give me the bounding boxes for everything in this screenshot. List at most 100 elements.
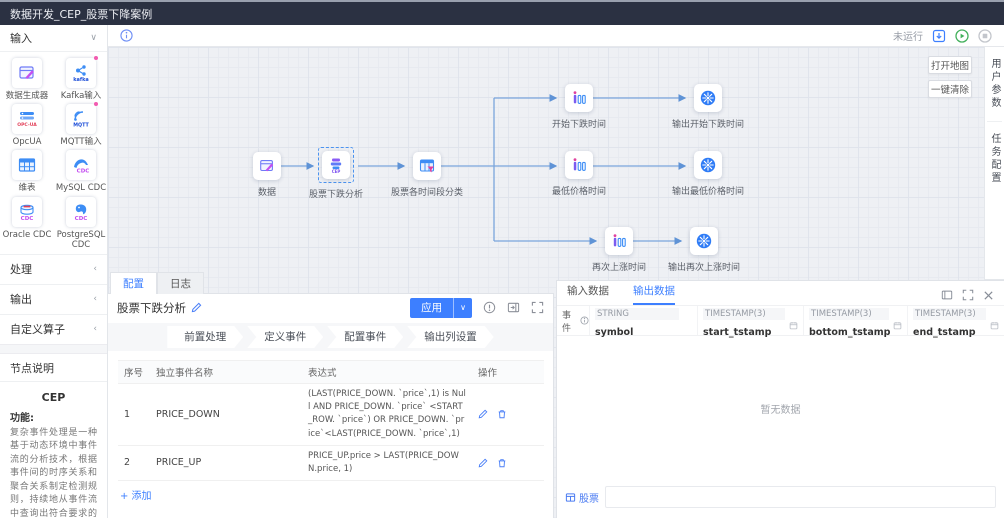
config-stepper: 前置处理 定义事件 配置事件 输出列设置 (108, 323, 553, 351)
node-doc-name: CEP (41, 390, 66, 404)
node-label: 股票各时间段分类 (390, 188, 464, 198)
tab-output-data[interactable]: 输出数据 (633, 283, 675, 305)
column-bottom-tstamp[interactable]: TIMESTAMP(3) bottom_tstamp (803, 306, 907, 338)
step-output-columns[interactable]: 输出列设置 (407, 326, 494, 348)
node-doc-body: CEP 功能: 复杂事件处理是一种基于动态环境中事件流的分析技术，根据事件间的时… (0, 382, 107, 518)
node-data-generator[interactable] (253, 152, 281, 180)
stop-icon[interactable] (978, 28, 992, 43)
clear-all-button[interactable]: 一键清除 (928, 80, 972, 98)
new-badge (94, 102, 98, 107)
node-label: 开始下跌时间 (551, 120, 607, 130)
collapse-panel-icon[interactable] (507, 301, 520, 314)
edit-row-icon[interactable] (478, 409, 488, 419)
time-filter-icon (570, 156, 588, 174)
node-selection-outline (318, 147, 354, 183)
add-event-link[interactable]: + 添加 (120, 491, 152, 503)
node-label: 再次上涨时间 (591, 263, 647, 273)
page-title: 数据开发_CEP_股票下降案例 (10, 7, 153, 21)
sidebar-section-input[interactable]: 输入 ∨ (0, 25, 107, 52)
node-cep[interactable]: CEP (322, 151, 350, 179)
palette-item-generator[interactable]: 数据生成器 (0, 58, 54, 101)
time-filter-icon (610, 232, 628, 250)
calendar-icon (893, 321, 902, 330)
node-classify[interactable] (413, 152, 441, 180)
open-map-button[interactable]: 打开地图 (928, 56, 972, 74)
canvas-toolbar: 未运行 (108, 25, 1004, 47)
node-lowest-price-time[interactable] (565, 151, 593, 179)
sidebar-section-custom[interactable]: 自定义算子 ‹ (0, 313, 107, 344)
delete-row-icon[interactable] (497, 409, 507, 419)
node-output-start-decline[interactable] (694, 84, 722, 112)
titlebar: 数据开发_CEP_股票下降案例 (0, 0, 1004, 25)
panel-toggle-icon[interactable] (941, 289, 953, 301)
palette-item-mqtt[interactable]: MQTT MQTT输入 (54, 102, 107, 147)
time-filter-icon (570, 89, 588, 107)
save-icon[interactable] (932, 29, 946, 43)
node-doc-func-label: 功能: (10, 412, 34, 424)
fullscreen-icon[interactable] (531, 301, 544, 314)
palette-item-oracle-cdc[interactable]: CDC Oracle CDC (0, 196, 54, 250)
cep-icon: CEP (327, 156, 345, 174)
empty-state: 暂无数据 (760, 405, 801, 416)
chevron-left-icon: ‹ (93, 324, 97, 335)
palette-item-kafka[interactable]: kafka Kafka输入 (54, 56, 107, 101)
node-rise-again-time[interactable] (605, 227, 633, 255)
sidebar-divider (0, 343, 107, 354)
output-fan-icon (699, 156, 717, 174)
info-icon[interactable] (120, 29, 133, 42)
events-table-header: 序号 独立事件名称 表达式 操作 (118, 360, 544, 384)
task-config-tab[interactable]: 任务配置 (987, 121, 1002, 196)
config-panel-header: 股票下跌分析 应用 ∨ (108, 294, 553, 321)
svg-text:kafka: kafka (73, 77, 89, 83)
palette-item-opcua[interactable]: OPC-UA OpcUA (0, 104, 54, 147)
mqtt-icon: MQTT (71, 109, 91, 129)
expand-icon[interactable] (962, 289, 974, 301)
generator-icon (17, 63, 37, 83)
node-label: 数据 (257, 188, 277, 198)
tab-config[interactable]: 配置 (110, 272, 157, 294)
node-doc-description: 复杂事件处理是一种基于动态环境中事件流的分析技术，根据事件间的时序关系和聚合关系… (10, 427, 97, 518)
node-label: 最低价格时间 (551, 187, 607, 197)
opcua-icon: OPC-UA (17, 109, 37, 129)
palette-item-dim-table[interactable]: 维表 (0, 150, 54, 193)
user-params-tab[interactable]: 用户参数 (989, 58, 1000, 110)
apply-button[interactable]: 应用 ∨ (410, 297, 472, 318)
edit-row-icon[interactable] (478, 458, 488, 468)
node-output-lowest-price[interactable] (694, 151, 722, 179)
svg-text:OPC-UA: OPC-UA (17, 122, 37, 128)
delete-row-icon[interactable] (497, 458, 507, 468)
schema-header: 事件 STRING symbol TIMESTAMP(3) start_tsta… (557, 305, 1004, 338)
run-icon[interactable] (955, 28, 969, 43)
sidebar-section-output[interactable]: 输出 ‹ (0, 283, 107, 314)
step-preprocess[interactable]: 前置处理 (167, 326, 243, 348)
svg-text:CDC: CDC (77, 169, 90, 175)
column-end-tstamp[interactable]: TIMESTAMP(3) end_tstamp (907, 306, 1004, 338)
edit-icon[interactable] (191, 302, 202, 313)
close-icon[interactable] (983, 290, 994, 301)
tab-log[interactable]: 日志 (157, 272, 204, 294)
step-configure-events[interactable]: 配置事件 (327, 326, 403, 348)
generator-icon (258, 157, 276, 175)
info-icon[interactable] (580, 316, 589, 325)
node-start-decline-time[interactable] (565, 84, 593, 112)
oracle-cdc-icon: CDC (17, 202, 37, 222)
events-table: 序号 独立事件名称 表达式 操作 1 PRICE_DOWN (LAST(PRIC… (118, 360, 544, 482)
step-define-events[interactable]: 定义事件 (247, 326, 323, 348)
node-output-rise-again[interactable] (690, 227, 718, 255)
output-fan-icon (699, 89, 717, 107)
source-tab-strip[interactable] (605, 486, 996, 508)
warning-circle-icon[interactable] (483, 301, 496, 314)
source-table-tab[interactable]: 股票 (565, 490, 599, 505)
palette-item-postgres-cdc[interactable]: CDC PostgreSQL CDC (54, 196, 107, 250)
palette-item-mysql-cdc[interactable]: CDC MySQL CDC (54, 150, 107, 193)
chevron-down-icon: ∨ (90, 33, 97, 43)
column-start-tstamp[interactable]: TIMESTAMP(3) start_tstamp (697, 306, 803, 338)
chevron-down-icon[interactable]: ∨ (453, 297, 472, 318)
tab-input-data[interactable]: 输入数据 (567, 285, 609, 297)
sidebar-section-process[interactable]: 处理 ‹ (0, 253, 107, 284)
svg-text:CDC: CDC (21, 216, 34, 222)
column-symbol[interactable]: STRING symbol (589, 306, 697, 338)
node-label: 输出再次上涨时间 (667, 263, 741, 273)
config-panel: 股票下跌分析 应用 ∨ 前置处理 定义事件 配置事件 输出列设置 (108, 293, 554, 518)
